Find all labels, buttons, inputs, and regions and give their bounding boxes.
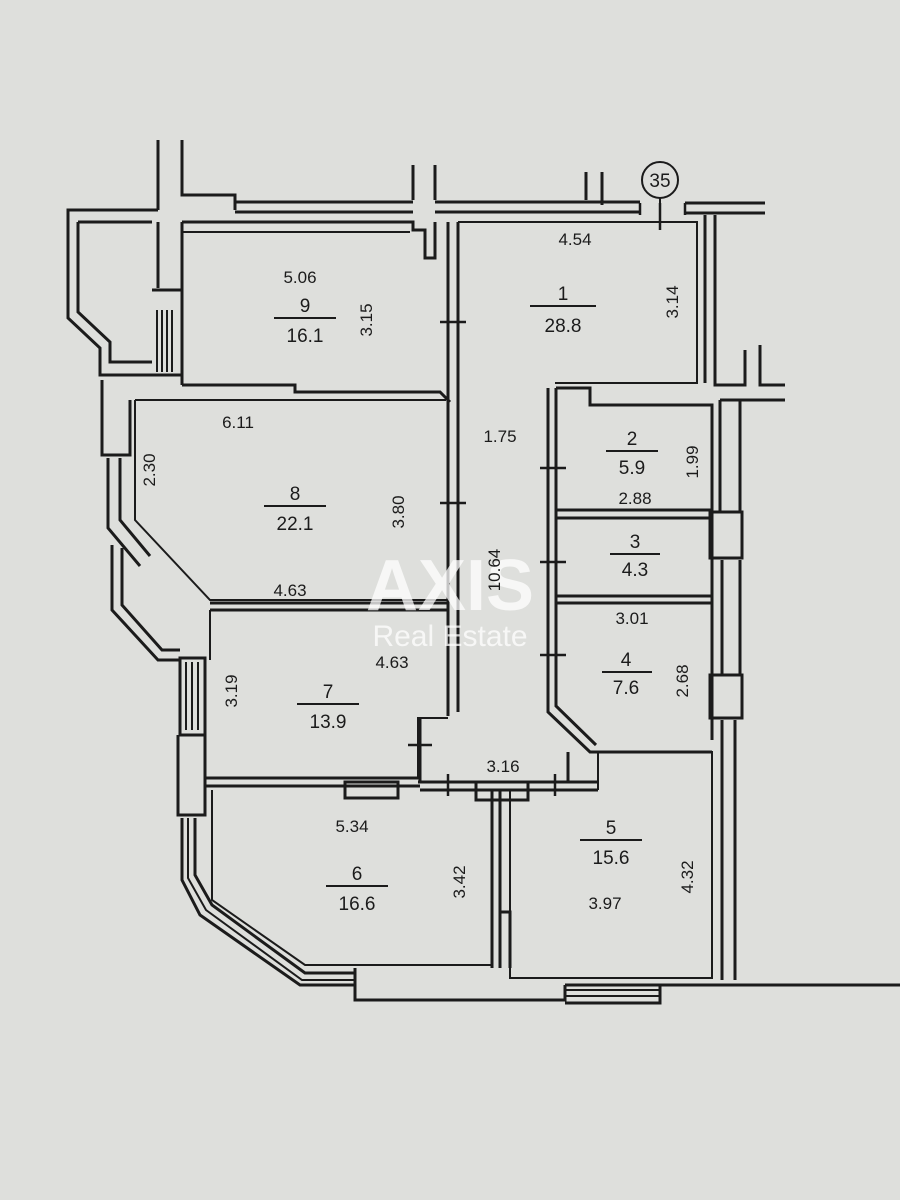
room-partitions	[134, 220, 714, 979]
room-9-number: 9	[300, 296, 311, 317]
structural-walls	[66, 140, 900, 1005]
dimension-label: 3.14	[663, 285, 682, 318]
dimension-label: 2.68	[673, 664, 692, 697]
room-4-area: 7.6	[613, 678, 639, 699]
room-7-number: 7	[323, 682, 334, 703]
room-labels: 1 28.8 2 5.9 3 4.3 4 7.6 5 15.6 6 16.6 7…	[264, 284, 660, 915]
dimension-label: 4.54	[558, 230, 591, 249]
room-3-area: 4.3	[622, 560, 648, 581]
door-ticks	[408, 203, 687, 796]
watermark-title: AXIS	[366, 546, 534, 626]
dimension-label: 2.88	[618, 489, 651, 508]
room-6-area: 16.6	[339, 894, 376, 915]
room-5-number: 5	[606, 818, 617, 839]
axis-marker: 35	[641, 161, 679, 203]
dimension-label: 3.16	[486, 757, 519, 776]
room-5-area: 15.6	[593, 848, 630, 869]
dimension-labels: 4.54 3.14 5.06 3.15 6.11 2.30 3.80 1.75 …	[140, 230, 702, 913]
dimension-label: 1.75	[483, 427, 516, 446]
room-4-number: 4	[621, 650, 632, 671]
room-8-number: 8	[290, 484, 301, 505]
room-1-area: 28.8	[545, 316, 582, 337]
dimension-label: 3.97	[588, 894, 621, 913]
dimension-label: 1.99	[683, 445, 702, 478]
room-3-number: 3	[630, 532, 641, 553]
room-8-area: 22.1	[277, 514, 314, 535]
room-9-area: 16.1	[287, 326, 324, 347]
dimension-label: 6.11	[222, 413, 254, 432]
dimension-label: 3.42	[450, 865, 469, 898]
dimension-label: 4.32	[678, 860, 697, 893]
room-2-number: 2	[627, 429, 638, 450]
room-2-area: 5.9	[619, 458, 645, 479]
dimension-label: 4.63	[375, 653, 408, 672]
dimension-label: 5.34	[335, 817, 368, 836]
dimension-label: 2.30	[140, 453, 159, 486]
watermark-subtitle: Real Estate	[372, 620, 527, 653]
dimension-label: 3.19	[222, 674, 241, 707]
dimension-label: 5.06	[283, 268, 316, 287]
axis-marker-label: 35	[649, 171, 670, 192]
dimension-label: 3.80	[389, 495, 408, 528]
room-7-area: 13.9	[310, 712, 347, 733]
watermark: AXIS Real Estate	[366, 546, 534, 653]
dimension-label: 4.63	[273, 581, 306, 600]
dimension-label: 10.64	[485, 549, 504, 592]
dimension-label: 3.15	[357, 303, 376, 336]
room-1-number: 1	[558, 284, 569, 305]
room-6-number: 6	[352, 864, 363, 885]
dimension-label: 3.01	[615, 609, 648, 628]
